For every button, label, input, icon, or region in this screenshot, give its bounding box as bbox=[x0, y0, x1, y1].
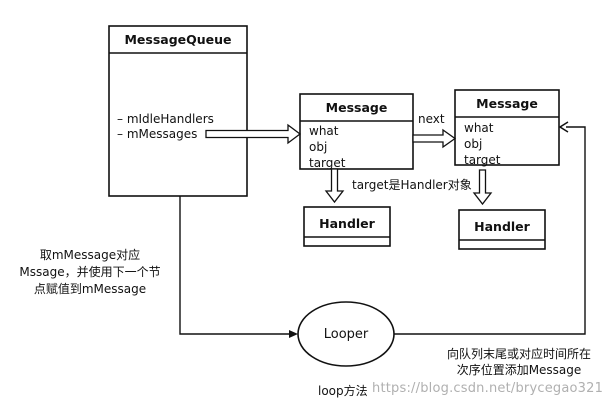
arrow-queue-to-message bbox=[205, 123, 302, 145]
arrowhead-looper bbox=[289, 330, 298, 338]
target-is-handler-label: target是Handler对象 bbox=[352, 178, 472, 192]
handler-box-2 bbox=[458, 209, 546, 250]
message-1-field-obj: obj bbox=[309, 140, 328, 154]
message-box-1 bbox=[299, 93, 414, 170]
fetch-message-label-line-2: Mssage，并使用下一个节 bbox=[19, 265, 161, 279]
message-1-field-what: what bbox=[309, 124, 339, 138]
message-1-title: Message bbox=[325, 100, 388, 115]
line-queue-to-looper bbox=[179, 196, 292, 335]
message-2-field-target: target bbox=[464, 153, 501, 167]
handler-1-title: Handler bbox=[319, 216, 375, 231]
message-2-field-what: what bbox=[464, 121, 494, 135]
arrow-next bbox=[412, 128, 457, 149]
message-2-field-obj: obj bbox=[464, 137, 483, 151]
arrow-message1-to-handler bbox=[324, 168, 345, 204]
next-label: next bbox=[418, 112, 445, 126]
looper-label: Looper bbox=[323, 327, 369, 342]
arrow-message2-to-handler bbox=[472, 169, 493, 206]
message-2-title: Message bbox=[476, 96, 538, 111]
watermark-text: https://blog.csdn.net/brycegao321 bbox=[372, 381, 604, 396]
enqueue-label-line-2: 次序位置添加Message bbox=[456, 363, 582, 377]
enqueue-label-line-1: 向队列末尾或对应时间所在 bbox=[446, 347, 591, 361]
arrowhead-message bbox=[558, 121, 569, 133]
message-queue-field-idle-handlers: – mIdleHandlers bbox=[117, 112, 214, 126]
fetch-message-label-line-3: 点赋值到mMessage bbox=[33, 282, 147, 296]
loop-method-label: loop方法 bbox=[318, 384, 368, 398]
handler-box-1 bbox=[303, 206, 391, 247]
message-queue-title: MessageQueue bbox=[124, 32, 232, 47]
message-1-field-target: target bbox=[309, 156, 346, 170]
message-box-2 bbox=[454, 89, 560, 166]
line-looper-to-message bbox=[394, 126, 586, 335]
message-queue-box bbox=[108, 25, 248, 197]
fetch-message-label-line-1: 取mMessage对应 bbox=[39, 248, 141, 262]
message-queue-field-messages: – mMessages bbox=[117, 127, 198, 141]
handler-2-title: Handler bbox=[474, 219, 530, 234]
